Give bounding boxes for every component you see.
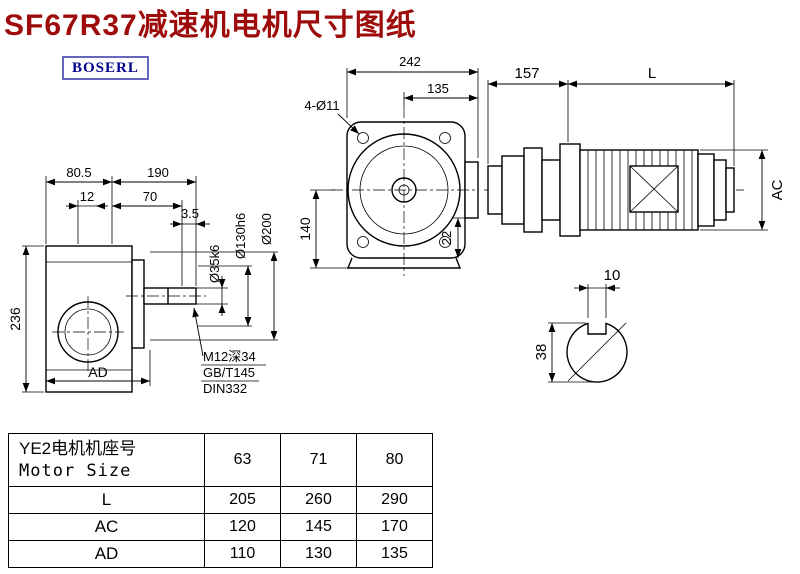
dim-80-5-label: 80.5 — [66, 165, 91, 180]
value-AC-80: 170 — [356, 513, 433, 541]
value-L-71: 260 — [280, 486, 357, 514]
motor-size-table: YE2电机机座号 Motor Size 63 71 80 L 205 260 2… — [8, 433, 433, 568]
table-row-L: L 205 260 290 — [8, 486, 433, 514]
dim-38-label: 38 — [533, 344, 550, 361]
dim-242-label: 242 — [399, 54, 421, 69]
holes-note-label: 4-Ø11 — [304, 98, 339, 113]
dim-22-label: 22 — [439, 231, 454, 245]
dim-10-label: 10 — [604, 267, 621, 284]
frame-size-col-2: 71 — [280, 433, 357, 487]
tap-note-line3: DIN332 — [203, 381, 247, 396]
row-label-AD: AD — [8, 540, 205, 568]
dim-236-label: 236 — [7, 307, 23, 331]
dim-190-label: 190 — [147, 165, 169, 180]
motor-size-header-cell: YE2电机机座号 Motor Size — [8, 433, 205, 487]
dim-AD-label: AD — [88, 364, 107, 380]
frame-size-col-3: 80 — [356, 433, 433, 487]
value-L-63: 205 — [204, 486, 281, 514]
dim-135-label: 135 — [427, 81, 449, 96]
dim-140-label: 140 — [297, 217, 313, 241]
dim-3-5-label: 3.5 — [181, 206, 199, 221]
dim-70-label: 70 — [143, 189, 157, 204]
dia-spigot-label: Ø130h6 — [233, 213, 248, 259]
value-AD-63: 110 — [204, 540, 281, 568]
front-view: 242 135 4-Ø11 140 22 — [297, 54, 479, 276]
frame-size-col-1: 63 — [204, 433, 281, 487]
row-label-L: L — [8, 486, 205, 514]
shaft-section-view: 10 38 — [533, 267, 628, 383]
brand-logo: BOSERL — [62, 56, 149, 80]
side-view: 80.5 190 12 70 3.5 236 AD — [7, 165, 278, 396]
dim-L-label: L — [648, 65, 656, 82]
tap-note-line1: M12深34 — [203, 349, 256, 364]
motor-size-header-en: Motor Size — [19, 461, 132, 481]
value-L-80: 290 — [356, 486, 433, 514]
dim-12-label: 12 — [80, 189, 94, 204]
table-row-AC: AC 120 145 170 — [8, 513, 433, 541]
tap-note-line2: GB/T145 — [203, 365, 255, 380]
brand-logo-text: BOSERL — [72, 60, 139, 76]
table-row-AD: AD 110 130 135 — [8, 540, 433, 568]
dia-shaft-label: Ø35k6 — [207, 245, 222, 283]
value-AD-71: 130 — [280, 540, 357, 568]
dim-157-label: 157 — [514, 65, 539, 82]
technical-drawing: 80.5 190 12 70 3.5 236 AD — [7, 54, 786, 396]
value-AC-71: 145 — [280, 513, 357, 541]
motor-size-header-cn: YE2电机机座号 — [19, 439, 137, 458]
table-header-row: YE2电机机座号 Motor Size 63 71 80 — [8, 433, 433, 487]
value-AC-63: 120 — [204, 513, 281, 541]
page-title: SF67R37减速机电机尺寸图纸 — [4, 9, 417, 42]
value-AD-80: 135 — [356, 540, 433, 568]
row-label-AC: AC — [8, 513, 205, 541]
dia-flange-label: Ø200 — [259, 213, 274, 245]
dim-AC-label: AC — [769, 179, 786, 200]
motor-view: 157 L AC — [484, 65, 786, 237]
